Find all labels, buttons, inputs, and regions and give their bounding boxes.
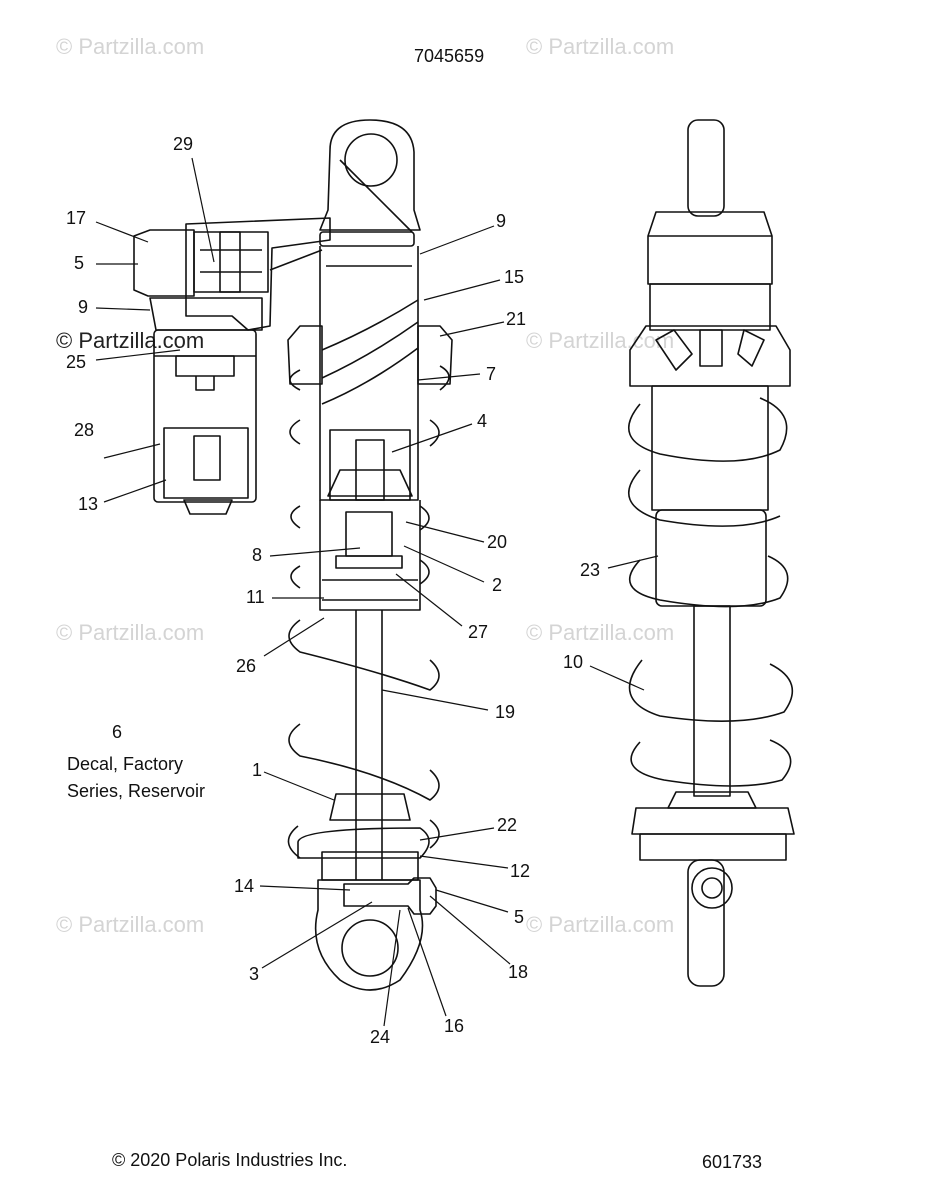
callout-22: 22 [497, 815, 518, 835]
callout-9: 9 [496, 211, 507, 231]
body-cap [319, 231, 415, 247]
watermark: © Partzilla.com [526, 912, 675, 937]
right-body [651, 385, 769, 511]
watermark: © Partzilla.com [526, 328, 675, 353]
callout-16: 16 [444, 1016, 465, 1036]
watermark: © Partzilla.com [56, 912, 205, 937]
callout-14: 14 [234, 876, 255, 896]
callout-11: 11 [246, 587, 265, 607]
callout-6: 6 [112, 722, 123, 742]
callout-29: 29 [173, 134, 194, 154]
callout-10: 10 [563, 652, 584, 672]
callout-4: 4 [477, 411, 488, 431]
bottom-eyelet [314, 879, 424, 991]
collar-right [417, 325, 453, 385]
callout-7: 7 [486, 364, 497, 384]
watermark: © Partzilla.com [56, 328, 205, 353]
watermark: © Partzilla.com [526, 620, 675, 645]
callout-20: 20 [487, 532, 508, 552]
copyright: © 2020 Polaris Industries Inc. [112, 1150, 348, 1170]
right-shaft [693, 605, 731, 797]
callout-27: 27 [468, 622, 489, 642]
callout-15: 15 [504, 267, 525, 287]
bump-stop [329, 793, 411, 821]
callout-24: 24 [370, 1027, 391, 1047]
callout-19: 19 [495, 702, 516, 722]
decal-note-line2: Series, Reservoir [66, 781, 206, 801]
callout-23: 23 [580, 560, 601, 580]
callout-2: 2 [492, 575, 503, 595]
bottom-eyelet-hole [341, 919, 399, 977]
callout-9: 9 [78, 297, 89, 317]
callout-17: 17 [66, 208, 87, 228]
callout-12: 12 [510, 861, 531, 881]
part-number: 7045659 [414, 46, 485, 66]
watermark: © Partzilla.com [56, 620, 205, 645]
right-bottom-eyelet [687, 859, 725, 987]
reservoir-body [153, 329, 257, 503]
callout-25: 25 [66, 352, 87, 372]
top-eyelet [319, 119, 421, 231]
callout-18: 18 [508, 962, 529, 982]
right-top-eyelet [687, 119, 725, 217]
callout-21: 21 [506, 309, 527, 329]
callout-1: 1 [252, 760, 263, 780]
callout-13: 13 [78, 494, 99, 514]
right-collar [629, 325, 791, 387]
top-eyelet-hole [344, 133, 398, 187]
callout-5: 5 [74, 253, 85, 273]
diagram-id: 601733 [702, 1152, 763, 1172]
reservoir-head [133, 229, 195, 297]
callout-5: 5 [514, 907, 525, 927]
callout-28: 28 [74, 420, 95, 440]
callout-8: 8 [252, 545, 263, 565]
right-cap [647, 211, 773, 285]
watermark: © Partzilla.com [56, 34, 205, 59]
callout-3: 3 [249, 964, 260, 984]
callout-26: 26 [236, 656, 257, 676]
decal-note-line1: Decal, Factory [66, 754, 184, 774]
collar-left [287, 325, 323, 385]
shock-body [319, 246, 419, 501]
watermark: © Partzilla.com [526, 34, 675, 59]
